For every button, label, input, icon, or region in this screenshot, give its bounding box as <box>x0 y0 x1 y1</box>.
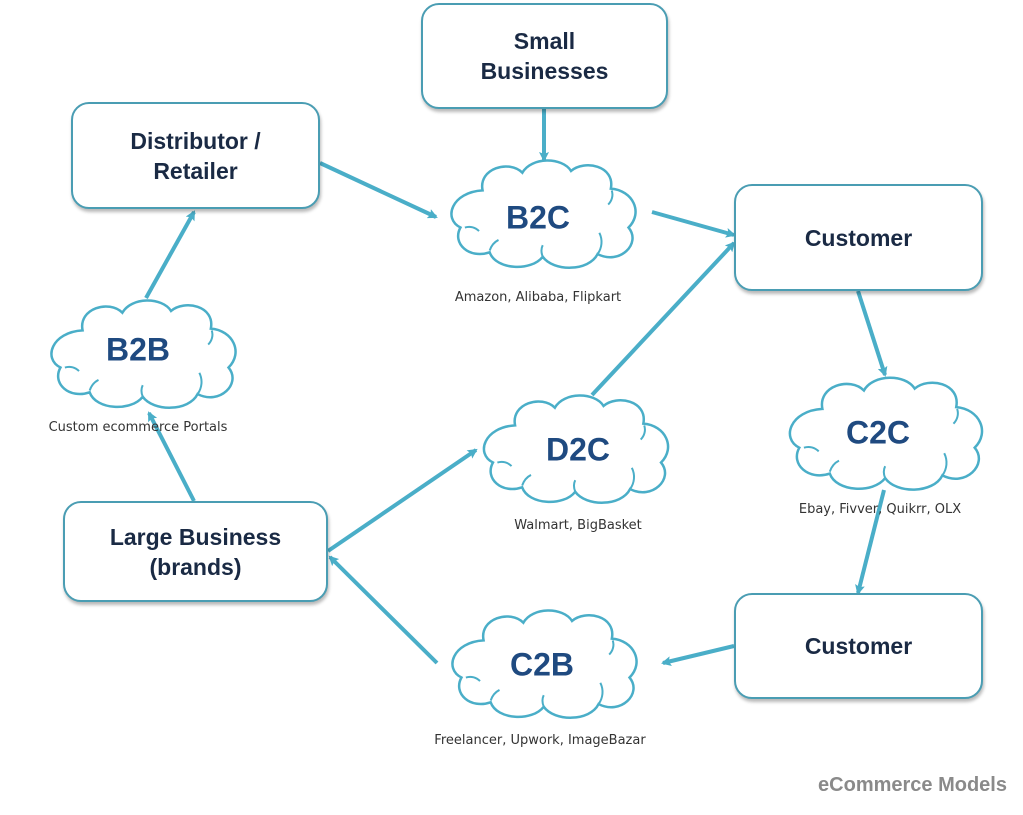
edge-c2b-to-large-business <box>328 555 439 665</box>
edge-b2b-to-distributor <box>144 210 196 299</box>
diagram-title: eCommerce Models <box>818 774 1007 796</box>
cloud-label-d2c: D2C <box>545 431 611 468</box>
node-large-business: Large Business (brands) <box>63 501 328 602</box>
node-customer-top: Customer <box>734 184 983 291</box>
edge-d2c-to-customer-top <box>590 241 736 397</box>
edge-c2c-to-customer-bottom <box>855 489 886 595</box>
caption-b2c-examples: Amazon, Alibaba, Flipkart <box>454 290 622 305</box>
node-distributor-retailer: Distributor / Retailer <box>71 102 320 209</box>
cloud-label-b2c: B2C <box>505 199 571 236</box>
node-label: Large Business (brands) <box>109 523 282 580</box>
caption-d2c-examples: Walmart, BigBasket <box>514 518 642 533</box>
node-small-businesses: Small Businesses <box>421 3 668 109</box>
edge-customer-bottom-to-c2b <box>661 644 735 666</box>
cloud-label-b2b: B2B <box>105 331 171 368</box>
cloud-label-c2c: C2C <box>845 414 911 451</box>
node-customer-bottom: Customer <box>734 593 983 699</box>
node-label: Distributor / Retailer <box>130 127 261 184</box>
edge-customer-top-to-c2c <box>856 290 888 377</box>
node-label: Customer <box>804 633 913 659</box>
edge-b2c-to-customer-top <box>651 210 736 238</box>
edge-distributor-to-b2c <box>319 161 438 219</box>
caption-b2b-examples: Custom ecommerce Portals <box>48 420 228 435</box>
caption-c2b-examples: Freelancer, Upwork, ImageBazar <box>434 733 646 748</box>
caption-c2c-examples: Ebay, Fivver, Quikrr, OLX <box>798 502 962 517</box>
edge-large-business-to-b2b <box>147 411 196 502</box>
node-label: Small Businesses <box>480 28 609 84</box>
node-label: Customer <box>804 224 913 251</box>
edge-large-business-to-d2c <box>326 448 478 553</box>
cloud-label-c2b: C2B <box>509 646 575 683</box>
